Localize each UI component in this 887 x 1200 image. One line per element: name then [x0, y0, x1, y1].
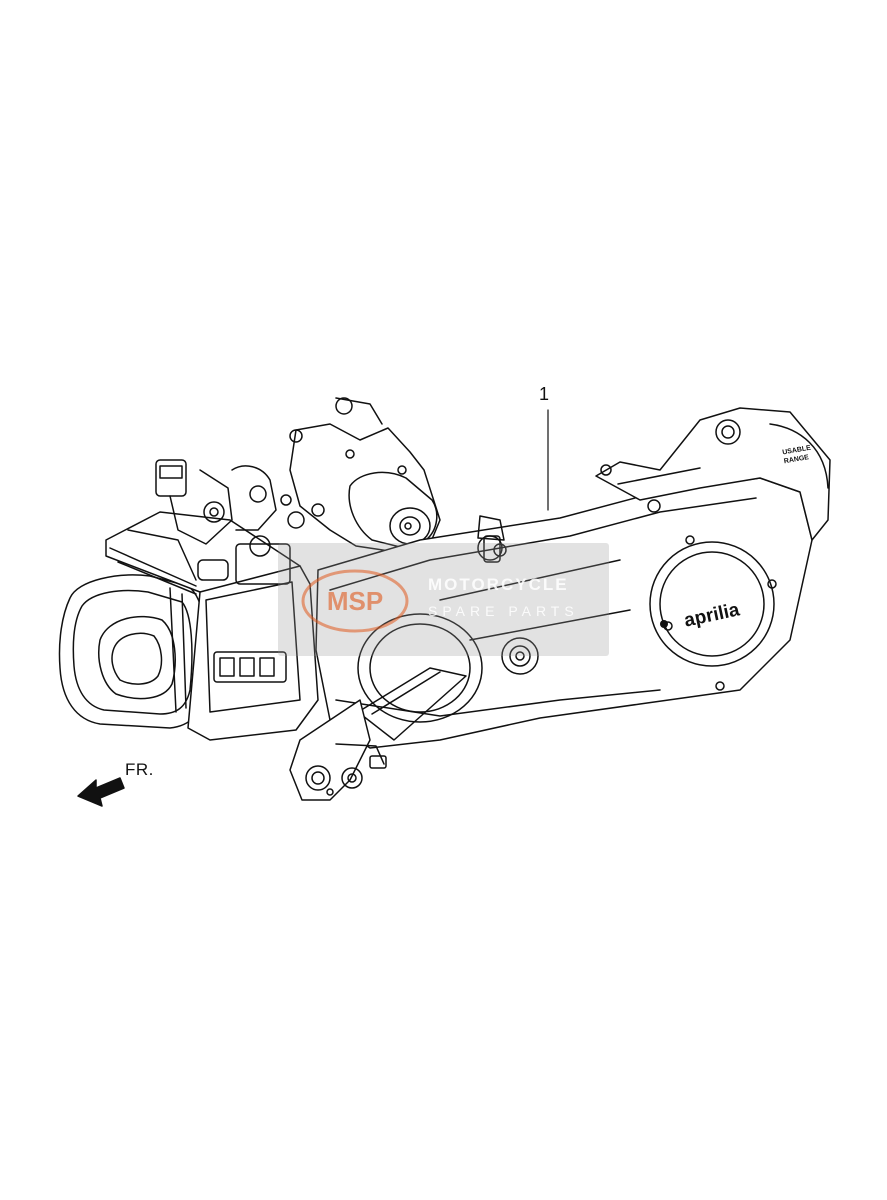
cylinder-block [105, 511, 319, 741]
brand-logo-mark [660, 620, 668, 628]
front-direction-arrow [77, 777, 125, 807]
watermark-subtitle: SPARE PARTS [428, 603, 579, 619]
front-engine-mount [289, 699, 387, 801]
starter-motor [280, 397, 441, 553]
rear-hub-mount [477, 407, 831, 563]
watermark-title: MOTORCYCLE [428, 575, 569, 594]
front-direction-label: FR. [125, 760, 154, 779]
throttle-body [155, 459, 291, 585]
callout-number: 1 [539, 384, 550, 404]
watermark-box [278, 543, 609, 656]
watermark-logo: MSP [301, 569, 409, 633]
watermark-logo-text: MSP [327, 586, 383, 616]
air-intake-housing [58, 574, 209, 729]
